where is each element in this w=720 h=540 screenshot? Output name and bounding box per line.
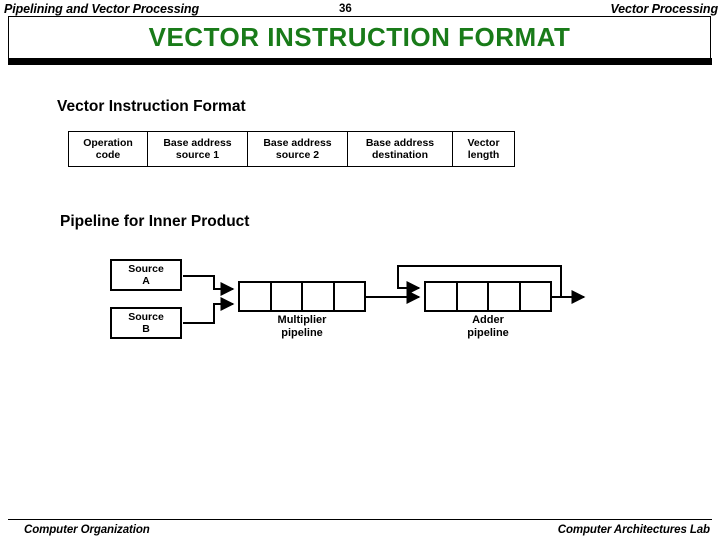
table-cell-base-address-source-2: Base address source 2	[248, 132, 348, 166]
source-b-line-2: B	[142, 323, 150, 335]
source-a-box: Source A	[110, 259, 182, 291]
multiplier-pipeline-label: Multiplier pipeline	[238, 314, 366, 340]
header-left-title: Pipelining and Vector Processing	[4, 2, 199, 16]
adder-stage-3	[489, 283, 521, 310]
adder-stage-1	[426, 283, 458, 310]
adder-pipeline-label: Adder pipeline	[424, 314, 552, 340]
multiplier-stage-1	[240, 283, 272, 310]
multiplier-stage-3	[303, 283, 335, 310]
table-cell-base-address-source-1: Base address source 1	[148, 132, 248, 166]
adder-label-line-1: Adder	[472, 314, 504, 326]
adder-stage-2	[458, 283, 489, 310]
cell-line-1: Base address	[163, 137, 232, 149]
page-title: VECTOR INSTRUCTION FORMAT	[148, 22, 571, 52]
cell-line-2: source 1	[175, 149, 220, 161]
section-heading-vector-instruction-format: Vector Instruction Format	[57, 98, 246, 115]
cell-line-1: Operation	[83, 137, 133, 149]
cell-line-2: length	[467, 149, 500, 161]
table-cell-base-address-destination: Base address destination	[348, 132, 453, 166]
adder-label-line-2: pipeline	[467, 327, 509, 339]
footer-right-text: Computer Architectures Lab	[557, 524, 710, 536]
vector-instruction-format-table: Operation code Base address source 1 Bas…	[68, 131, 515, 167]
footer-divider	[8, 519, 712, 520]
slide-title-underbar	[8, 58, 712, 65]
section-heading-pipeline-for-inner-product: Pipeline for Inner Product	[60, 213, 250, 230]
cell-line-2: code	[95, 149, 121, 161]
adder-stage-4	[521, 283, 551, 310]
multiplier-stage-4	[335, 283, 365, 310]
source-b-box: Source B	[110, 307, 182, 339]
multiplier-pipeline-stages	[238, 281, 366, 312]
header-page-number: 36	[339, 3, 352, 15]
multiplier-stage-2	[272, 283, 303, 310]
cell-line-2: source 2	[275, 149, 320, 161]
cell-line-1: Base address	[365, 137, 435, 149]
table-cell-operation-code: Operation code	[69, 132, 148, 166]
page-header: Pipelining and Vector Processing 36 Vect…	[0, 2, 720, 18]
multiplier-label-line-1: Multiplier	[277, 314, 327, 326]
footer-left-text: Computer Organization	[24, 524, 150, 536]
adder-pipeline-stages	[424, 281, 552, 312]
multiplier-label-line-2: pipeline	[281, 327, 323, 339]
cell-line-2: destination	[371, 149, 428, 161]
source-a-line-2: A	[142, 275, 150, 287]
source-a-line-1: Source	[128, 263, 164, 275]
table-cell-vector-length: Vector length	[453, 132, 514, 166]
slide-title-frame	[8, 16, 711, 64]
cell-line-1: Base address	[263, 137, 332, 149]
header-right-title: Vector Processing	[610, 2, 718, 16]
source-b-line-1: Source	[128, 311, 164, 323]
cell-line-1: Vector	[467, 137, 500, 149]
